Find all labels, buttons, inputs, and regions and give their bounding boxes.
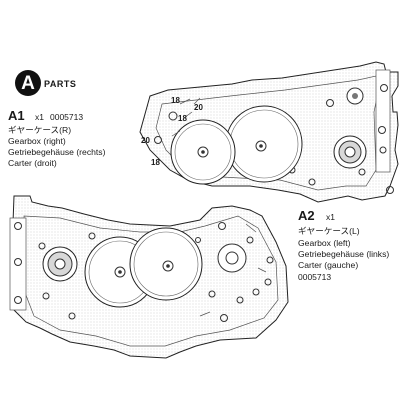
part-a2-id: A2 xyxy=(298,208,315,223)
part-a2-name-ja: ギヤーケース(L) xyxy=(298,226,360,236)
gearbox-left-part xyxy=(9,195,289,359)
part-a2-name-fr: Carter (gauche) xyxy=(298,260,359,270)
part-a1-id: A1 xyxy=(8,108,25,123)
part-a2-name-de: Getriebegehäuse (links) xyxy=(298,249,390,259)
part-a1-name-de: Getriebegehäuse (rechts) xyxy=(8,147,106,157)
gearbox-right-part xyxy=(139,61,399,203)
part-a1-name-en: Gearbox (right) xyxy=(8,136,66,146)
callout-number: 20 xyxy=(141,136,150,145)
callout-number: 20 xyxy=(194,103,203,112)
part-a1-qty: x1 xyxy=(35,112,44,122)
callout-number: 18 xyxy=(151,158,160,167)
section-badge: A xyxy=(15,70,41,96)
section-title: PARTS xyxy=(44,79,77,89)
part-a2-code: 0005713 xyxy=(298,272,332,282)
part-a1-name-fr: Carter (droit) xyxy=(8,158,57,168)
callout-number: 18 xyxy=(171,96,180,105)
part-a1-name-ja: ギヤーケース(R) xyxy=(8,125,72,135)
part-a1-code: 0005713 xyxy=(50,112,84,122)
part-a2-qty: x1 xyxy=(326,212,335,222)
part-a2-name-en: Gearbox (left) xyxy=(298,238,351,248)
callout-number: 18 xyxy=(178,114,187,123)
